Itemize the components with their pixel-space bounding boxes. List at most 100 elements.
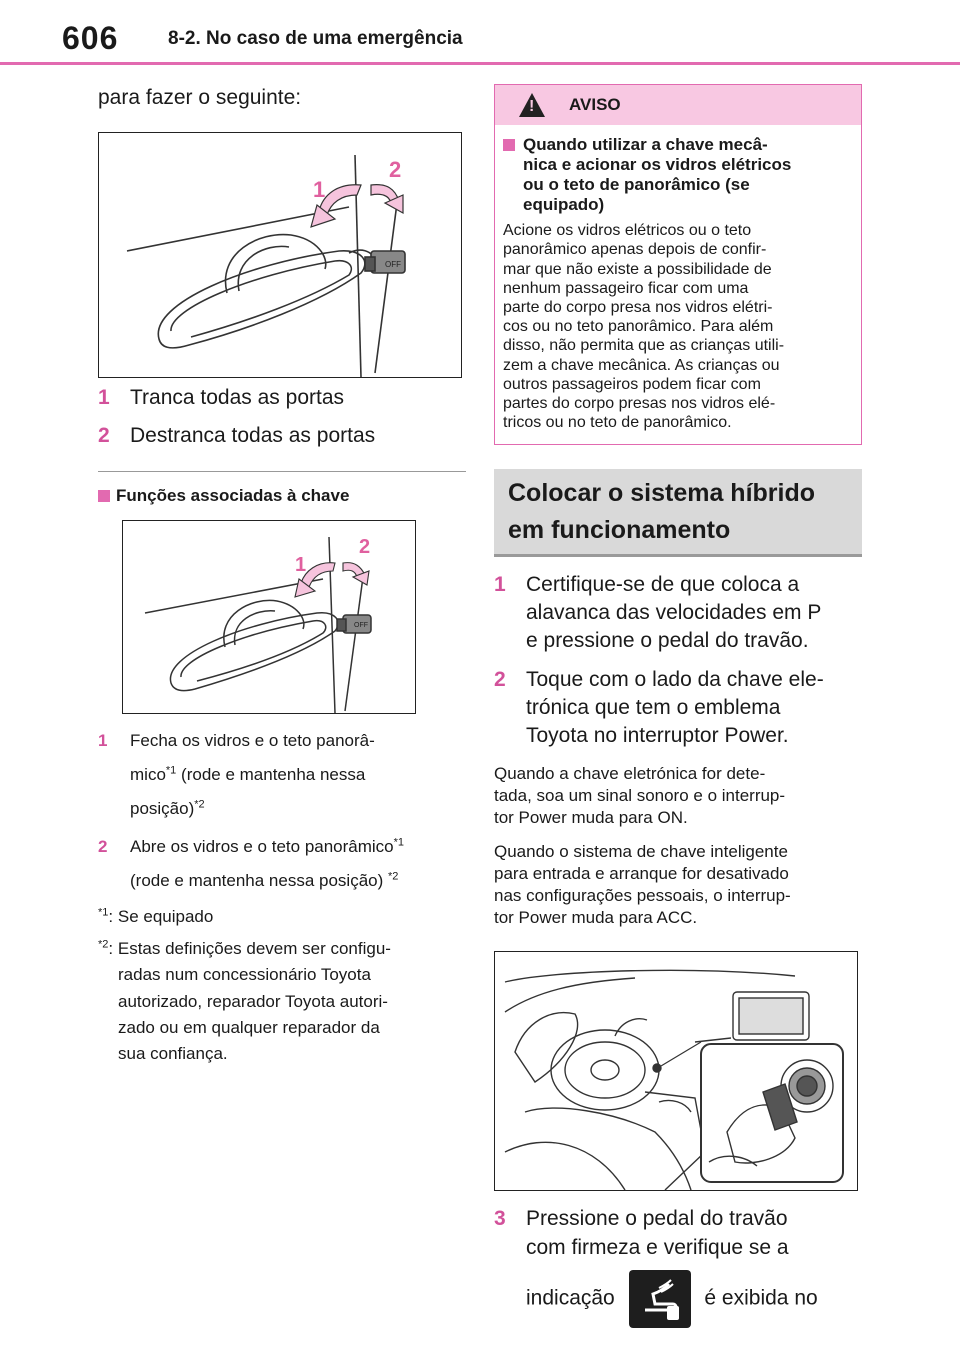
section-divider [98,470,466,472]
intro-text: para fazer o seguinte: [98,86,302,109]
footnote: *2: Estas definições devem ser configu- … [98,936,466,1068]
warning-line: parte do corpo presa nos vidros elétri- [503,298,773,316]
door-handle-figure-2: OFF 1 2 [122,519,416,714]
step-text-line: mico*1 (rode e mantenha nessa [130,758,375,792]
step-text: é exibida no [704,1286,818,1310]
page-number: 606 [62,20,119,56]
section-title: 8-2. No caso de uma emergência [168,28,463,49]
warning-glyph: ! [529,98,535,115]
driver-power-switch-figure [494,951,858,1192]
subheading-text: Funções associadas à chave [116,485,350,505]
door-handle-figure-1: OFF 1 2 [98,132,462,378]
footnote-continuation: radas num concessionário Toyota autoriza… [98,962,466,1067]
driver-power-switch-illustration [504,970,844,1191]
footnote: *1: Se equipado [98,904,466,930]
step-text: Tranca todas as portas [130,386,344,409]
step-number: 2 [98,424,110,448]
step-text: indicação [526,1286,615,1310]
warning-line: zem a chave mecânica. As crianças ou [503,356,780,374]
warning-header: ! AVISO [495,85,861,125]
step-item: 3 Pressione o pedal do travão com firmez… [494,1205,862,1329]
right-column: ! AVISO Quando utilizar a chave mecâ- ni… [494,80,862,1329]
subheading: Funções associadas à chave [98,486,466,506]
step-item: 1 Fecha os vidros e o teto panorâ- mico*… [98,724,466,826]
door-handle-illustration: OFF 1 2 [144,536,372,713]
paragraph-line: nas configurações pessoais, o interrup- [494,886,791,906]
svg-text:OFF: OFF [385,260,401,269]
paragraph-line: tor Power muda para ON. [494,808,688,827]
callout-2: 2 [389,157,401,182]
page-header: 606 8-2. No caso de uma emergência [0,0,960,66]
section-heading-line: em funcionamento [508,515,731,544]
warning-line: Acione os vidros elétricos ou o teto [503,222,752,240]
footnote-line: autorizado, reparador Toyota autori- [118,991,388,1011]
step-number: 2 [494,667,506,691]
step-number: 1 [98,386,110,409]
step-text-line: Fecha os vidros e o teto panorâ- [130,730,375,750]
step-text-line: Abre os vidros e o teto panorâmico*1 [130,830,404,864]
paragraph-line: tor Power muda para ACC. [494,908,698,928]
footnote-text: : Se equipado [108,906,214,926]
warning-text: Acione os vidros elétricos ou o teto pan… [503,221,853,432]
step-text-line: e pressione o pedal do travão. [526,629,809,653]
footnote-text: *1: Se equipado [98,904,213,930]
warning-subheading: Quando utilizar a chave mecâ- nica e aci… [503,135,853,215]
step-text: Abre os vidros e o teto panorâmico [130,836,394,856]
footnote-key: *2 [98,938,109,951]
step-text-line: Toyota no interruptor Power. [526,724,789,748]
warning-line: nenhum passageiro ficar com uma [503,279,749,297]
footnote-ref: *1 [393,836,405,849]
door-handle-illustration: OFF 1 2 [126,154,406,377]
footnote-ref: *2 [388,870,399,883]
smart-key-indicator-icon [628,1270,691,1329]
warning-line: partes do corpo presas nos vidros elé- [503,394,776,412]
paragraph-line: tada, soa um sinal sonoro e o interrup- [494,785,786,805]
step-text: mico [130,764,166,784]
step-item: 2 Toque com o lado da chave ele- trónica… [494,666,862,751]
step-text-line: indicação é exibida no [526,1270,818,1329]
footnote-ref: *1 [165,764,177,777]
bullet-square-icon [98,489,110,502]
warning-subheading-line: equipado) [523,195,605,215]
callout-2: 2 [359,536,370,558]
bullet-square-icon [503,139,515,151]
warning-body: Quando utilizar a chave mecâ- nica e aci… [495,125,861,445]
svg-text:OFF: OFF [354,622,368,629]
warning-line: panorâmico apenas depois de confir- [503,241,767,259]
warning-line: cos ou no teto panorâmico. Para além [503,318,774,336]
step-text-line: (rode e mantenha nessa posição) *2 [130,864,404,898]
warning-triangle-icon: ! [519,93,545,117]
warning-box: ! AVISO Quando utilizar a chave mecâ- ni… [494,84,862,446]
warning-line: outros passageiros podem ficar com [503,375,761,393]
warning-subheading-line: ou o teto de panorâmico (se [523,175,750,195]
step-text-line: Pressione o pedal do travão [526,1207,788,1231]
key-symbol [644,1279,679,1321]
step-item: 1 Tranca todas as portas [98,384,466,412]
warning-line: disso, não permita que as crianças utili… [503,337,785,355]
footnote-ref: *2 [194,798,205,811]
footnote-line: *2: Estas definições devem ser configu- [98,936,466,962]
callout-1: 1 [313,177,325,202]
step-item: 2 Abre os vidros e o teto panorâmico*1 (… [98,830,466,898]
step-text-line: Certifique-se de que coloca a [526,572,800,596]
footnote-key: *1 [98,906,109,919]
footnote-text: : Estas definições devem ser configu- [108,939,391,959]
paragraph: Quando o sistema de chave inteligente pa… [494,841,862,929]
footnote-line: radas num concessionário Toyota [118,965,371,985]
warning-line: tricos ou no teto de panorâmico. [503,414,732,432]
paragraph-line: Quando o sistema de chave inteligente [494,842,788,862]
step-text-line: alavanca das velocidades em P [526,601,822,625]
step-text-line: Toque com o lado da chave ele- [526,667,824,691]
step-number: 1 [494,572,506,596]
callout-1: 1 [295,554,306,576]
step-text-line: trónica que tem o emblema [526,696,781,720]
warning-line: mar que não existe a possibilidade de [503,260,772,278]
warning-subheading-line: nica e acionar os vidros elétricos [523,155,792,175]
left-column: para fazer o seguinte: OFF 1 2 [98,80,466,1068]
step-number: 3 [494,1207,506,1231]
step-text: (rode e mantenha nessa posição) [130,870,388,890]
footnote-line: zado ou em qualquer reparador da [118,1018,380,1038]
step-text: posição) [130,798,195,818]
step-number: 1 [98,730,108,750]
warning-subheading-line: Quando utilizar a chave mecâ- [523,135,768,154]
